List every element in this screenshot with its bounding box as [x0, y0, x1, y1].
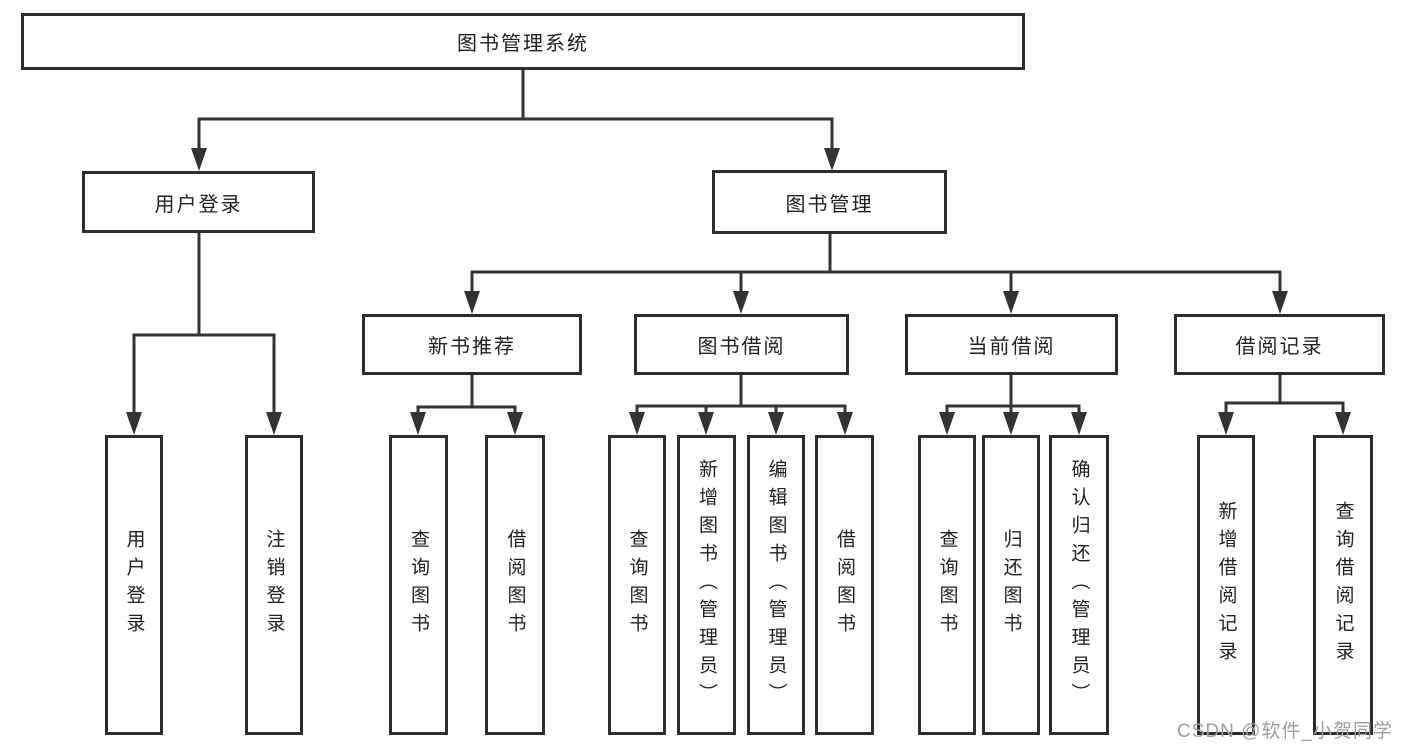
- leaf-add-borrow-record: 新增借阅记录: [1197, 435, 1255, 735]
- node-label: 借阅记录: [1235, 336, 1324, 358]
- leaf-add-books-admin: 新增图书（管理员）: [677, 435, 736, 735]
- node-book-borrowing: 图书借阅: [634, 314, 849, 375]
- node-label: 图书管理: [785, 193, 874, 216]
- leaf-label: 注销登录: [263, 529, 285, 641]
- node-label: 用户登录: [154, 193, 243, 216]
- leaf-borrow-books-recommend: 借阅图书: [485, 435, 545, 735]
- leaf-label: 归还图书: [1000, 529, 1022, 641]
- leaf-label: 查询图书: [936, 529, 958, 641]
- leaf-label: 编辑图书（管理员）: [765, 459, 787, 711]
- node-user-login: 用户登录: [82, 171, 315, 233]
- leaf-label: 查询图书: [626, 529, 648, 641]
- leaf-confirm-return-admin: 确认归还（管理员）: [1049, 435, 1109, 735]
- leaf-label: 查询借阅记录: [1332, 501, 1354, 669]
- leaf-label: 查询图书: [408, 529, 429, 641]
- node-label: 当前借阅: [967, 336, 1056, 358]
- node-book-management: 图书管理: [712, 170, 947, 234]
- leaf-query-books-recommend: 查询图书: [389, 435, 448, 735]
- node-borrowing-records: 借阅记录: [1174, 314, 1385, 375]
- leaf-user-login: 用户登录: [105, 435, 163, 735]
- leaf-return-books: 归还图书: [982, 435, 1040, 735]
- node-library-management-system: 图书管理系统: [21, 13, 1025, 70]
- leaf-edit-books-admin: 编辑图书（管理员）: [747, 435, 805, 735]
- leaf-label: 确认归还（管理员）: [1068, 459, 1090, 711]
- leaf-label: 借阅图书: [504, 529, 526, 641]
- leaf-label: 用户登录: [123, 529, 145, 641]
- node-label: 新书推荐: [428, 336, 516, 358]
- leaf-query-books-current: 查询图书: [918, 435, 976, 735]
- leaf-borrow-books-borrowing: 借阅图书: [815, 435, 874, 735]
- leaf-logout: 注销登录: [245, 435, 303, 735]
- leaf-label: 借阅图书: [834, 529, 855, 641]
- node-new-book-recommendation: 新书推荐: [362, 314, 582, 375]
- csdn-watermark: CSDN @软件_小贺同学: [1177, 721, 1393, 742]
- leaf-query-borrow-record: 查询借阅记录: [1313, 435, 1373, 735]
- leaf-query-books-borrowing: 查询图书: [608, 435, 666, 735]
- node-label: 图书管理系统: [457, 33, 589, 55]
- leaf-label: 新增借阅记录: [1215, 501, 1237, 669]
- node-current-borrowing: 当前借阅: [905, 314, 1118, 375]
- node-label: 图书借阅: [697, 336, 786, 358]
- leaf-label: 新增图书（管理员）: [696, 459, 717, 711]
